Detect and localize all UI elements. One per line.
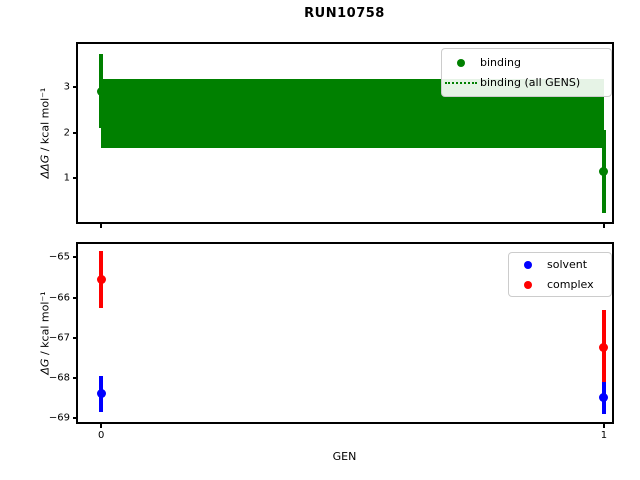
legend-entry: binding bbox=[442, 53, 611, 73]
y-tick-label: 1 bbox=[63, 172, 70, 184]
y-tick bbox=[73, 336, 77, 339]
y-tick-label: −67 bbox=[48, 332, 70, 344]
x-tick bbox=[100, 224, 103, 228]
legend-entry: solvent bbox=[509, 255, 611, 275]
legend-marker-cell bbox=[442, 58, 480, 67]
legend: binding binding (all GENS) bbox=[441, 48, 612, 97]
y-tick-label: 2 bbox=[63, 127, 70, 138]
y-tick bbox=[73, 296, 77, 299]
dot-marker-icon bbox=[524, 280, 532, 289]
bottom-axes-frame bbox=[76, 242, 614, 424]
y-tick-label: −66 bbox=[48, 292, 70, 304]
y-tick-label: −65 bbox=[48, 251, 70, 263]
top-axes-frame bbox=[76, 42, 614, 224]
x-tick-label: 1 bbox=[600, 430, 608, 441]
data-point-complex bbox=[599, 343, 609, 353]
y-tick-label: −68 bbox=[48, 372, 70, 384]
y-tick bbox=[73, 376, 77, 379]
data-point-binding bbox=[96, 86, 106, 96]
dotted-line-icon bbox=[445, 81, 477, 84]
y-tick bbox=[73, 177, 77, 180]
y-tick-label: −69 bbox=[48, 412, 70, 424]
data-point-solvent bbox=[96, 389, 106, 399]
y-tick bbox=[73, 256, 77, 259]
legend-marker-cell bbox=[509, 280, 547, 289]
y-tick bbox=[73, 416, 77, 419]
data-point-solvent bbox=[599, 393, 609, 403]
legend-entry: binding (all GENS) bbox=[442, 73, 611, 93]
top-y-axis-label-units: / kcal mol⁻¹ bbox=[38, 87, 52, 155]
x-tick-label: 0 bbox=[97, 430, 105, 441]
legend-marker-cell bbox=[509, 260, 547, 269]
x-axis-label: GEN bbox=[332, 450, 357, 463]
x-tick bbox=[602, 424, 605, 428]
y-tick bbox=[73, 131, 77, 134]
legend: solvent complex bbox=[508, 252, 612, 297]
legend-label: binding bbox=[480, 56, 522, 69]
legend-label: complex bbox=[547, 278, 594, 291]
x-tick bbox=[100, 424, 103, 428]
legend-label: binding (all GENS) bbox=[480, 76, 581, 89]
legend-entry: complex bbox=[509, 275, 611, 295]
y-tick bbox=[73, 85, 77, 88]
dot-marker-icon bbox=[457, 58, 465, 67]
data-point-binding bbox=[599, 167, 609, 176]
y-tick-label: 3 bbox=[63, 81, 70, 93]
legend-label: solvent bbox=[547, 258, 588, 271]
figure-title: RUN10758 bbox=[304, 6, 385, 21]
dot-marker-icon bbox=[524, 260, 532, 269]
x-tick bbox=[602, 224, 605, 228]
data-point-complex bbox=[96, 275, 106, 285]
legend-marker-cell bbox=[442, 81, 480, 84]
